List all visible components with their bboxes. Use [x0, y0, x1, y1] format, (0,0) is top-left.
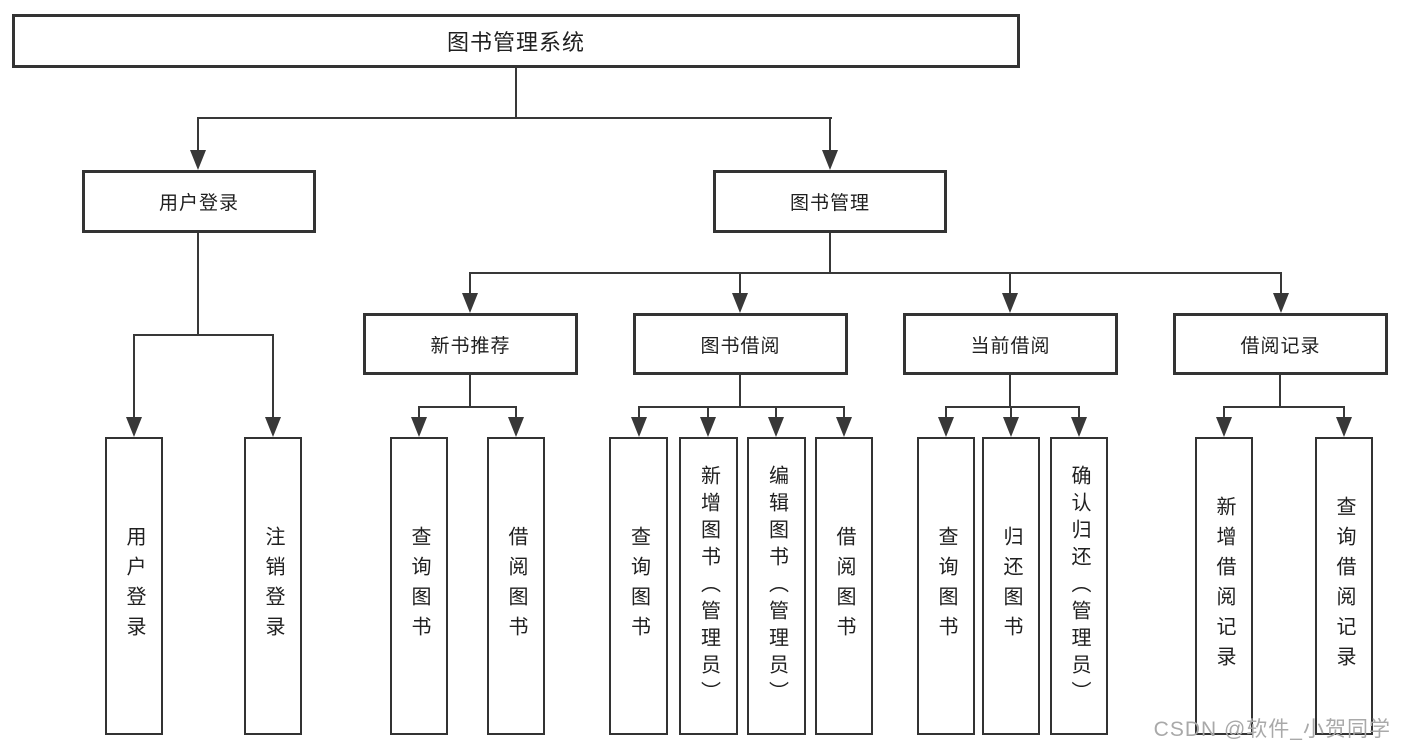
leaf-query-book-1: 查询图书: [390, 437, 448, 735]
leaf-borrow-book-1: 借阅图书: [487, 437, 545, 735]
arrowhead-icon: [732, 293, 748, 313]
leaf-borrow-book-2: 借阅图书: [815, 437, 873, 735]
connector-line: [1279, 375, 1281, 408]
node-new-book-recommend: 新书推荐: [363, 313, 578, 375]
connector-line: [1078, 406, 1080, 420]
connector-line: [515, 406, 517, 420]
node-user-login: 用户登录: [82, 170, 316, 233]
connector-line: [1009, 272, 1011, 295]
connector-line: [1009, 375, 1011, 408]
arrowhead-icon: [462, 293, 478, 313]
arrowhead-icon: [631, 417, 647, 437]
arrowhead-icon: [700, 417, 716, 437]
connector-line: [843, 406, 845, 420]
connector-line: [638, 406, 845, 408]
arrowhead-icon: [190, 150, 206, 170]
connector-line: [707, 406, 709, 420]
leaf-confirm-return-admin: 确认归还（管理员）: [1050, 437, 1108, 735]
connector-line: [272, 334, 274, 420]
connector-line: [739, 272, 741, 295]
leaf-query-book-2: 查询图书: [609, 437, 668, 735]
connector-line: [133, 334, 135, 420]
arrowhead-icon: [1002, 293, 1018, 313]
connector-line: [469, 375, 471, 408]
arrowhead-icon: [768, 417, 784, 437]
connector-line: [197, 233, 199, 336]
arrowhead-icon: [1336, 417, 1352, 437]
connector-line: [197, 117, 199, 153]
connector-line: [469, 272, 1282, 274]
leaf-query-borrow-record: 查询借阅记录: [1315, 437, 1373, 735]
leaf-add-book-admin: 新增图书（管理员）: [679, 437, 738, 735]
connector-line: [945, 406, 947, 420]
connector-line: [515, 68, 517, 118]
arrowhead-icon: [1003, 417, 1019, 437]
connector-line: [739, 375, 741, 408]
node-root: 图书管理系统: [12, 14, 1020, 68]
connector-line: [829, 233, 831, 274]
connector-line: [775, 406, 777, 420]
arrowhead-icon: [1273, 293, 1289, 313]
leaf-user-login: 用户登录: [105, 437, 163, 735]
connector-line: [638, 406, 640, 420]
connector-line: [469, 272, 471, 295]
arrowhead-icon: [822, 150, 838, 170]
connector-line: [829, 117, 831, 153]
connector-line: [197, 117, 832, 119]
arrowhead-icon: [265, 417, 281, 437]
node-book-borrow: 图书借阅: [633, 313, 848, 375]
node-borrow-record: 借阅记录: [1173, 313, 1388, 375]
leaf-add-borrow-record: 新增借阅记录: [1195, 437, 1253, 735]
leaf-return-book: 归还图书: [982, 437, 1040, 735]
arrowhead-icon: [411, 417, 427, 437]
connector-line: [1280, 272, 1282, 295]
arrowhead-icon: [1216, 417, 1232, 437]
node-current-borrow: 当前借阅: [903, 313, 1118, 375]
leaf-edit-book-admin: 编辑图书（管理员）: [747, 437, 806, 735]
connector-line: [133, 334, 274, 336]
connector-line: [418, 406, 517, 408]
arrowhead-icon: [938, 417, 954, 437]
connector-line: [1010, 406, 1012, 420]
connector-line: [945, 406, 1080, 408]
arrowhead-icon: [126, 417, 142, 437]
connector-line: [1223, 406, 1345, 408]
node-book-management: 图书管理: [713, 170, 947, 233]
arrowhead-icon: [836, 417, 852, 437]
leaf-logout: 注销登录: [244, 437, 302, 735]
connector-line: [1223, 406, 1225, 420]
connector-line: [1343, 406, 1345, 420]
connector-line: [418, 406, 420, 420]
arrowhead-icon: [1071, 417, 1087, 437]
leaf-query-book-3: 查询图书: [917, 437, 975, 735]
arrowhead-icon: [508, 417, 524, 437]
watermark-text: CSDN @软件_小贺同学: [1153, 718, 1391, 741]
